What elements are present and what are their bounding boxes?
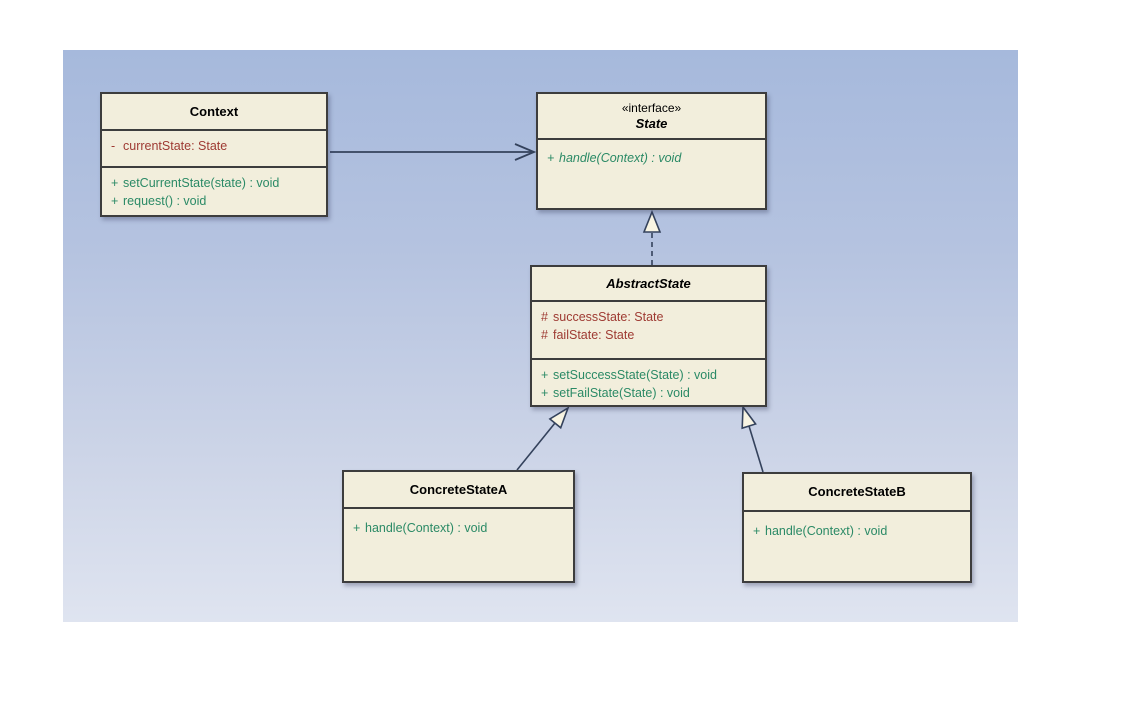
method-text: setSuccessState(State) : void [553, 368, 717, 382]
methods-compartment: + setSuccessState(State) : void + setFai… [532, 358, 765, 405]
attribute-row: # successState: State [532, 308, 765, 326]
methods-compartment: + handle(Context) : void [538, 138, 765, 208]
visibility-marker: + [547, 151, 555, 165]
visibility-marker: + [541, 386, 549, 400]
generalization-concretestatea-abstractstate [516, 406, 570, 471]
attribute-row: # failState: State [532, 326, 765, 344]
class-title: «interface» State [538, 94, 765, 138]
method-text: handle(Context) : void [365, 521, 488, 535]
class-name: State [635, 116, 668, 131]
method-text: request() : void [123, 194, 207, 208]
visibility-marker: + [753, 524, 761, 538]
method-text: handle(Context) : void [559, 151, 682, 165]
attributes-compartment: # successState: State # failState: State [532, 300, 765, 358]
method-row: + handle(Context) : void [538, 149, 765, 167]
class-title: ConcreteStateB [744, 474, 970, 510]
method-row: + handle(Context) : void [744, 522, 970, 540]
class-box-concretestateb: ConcreteStateB + handle(Context) : void [742, 472, 972, 583]
class-box-state-interface: «interface» State + handle(Context) : vo… [536, 92, 767, 210]
method-row: + setSuccessState(State) : void [532, 366, 765, 384]
class-box-concretestatea: ConcreteStateA + handle(Context) : void [342, 470, 575, 583]
class-title: AbstractState [532, 267, 765, 300]
open-arrowhead-icon [514, 143, 537, 161]
visibility-marker: + [111, 176, 119, 190]
hollow-triangle-icon [642, 209, 662, 233]
class-box-context: Context - currentState: State + setCurre… [100, 92, 328, 217]
attribute-text: currentState: State [123, 139, 228, 153]
visibility-marker: + [111, 194, 119, 208]
generalization-concretestateb-abstractstate [741, 404, 764, 473]
class-title: Context [102, 94, 326, 129]
visibility-marker: - [111, 139, 116, 153]
method-text: setCurrentState(state) : void [123, 176, 280, 190]
method-row: + request() : void [102, 192, 326, 210]
realization-abstractstate-state [642, 209, 662, 265]
attribute-text: failState: State [553, 328, 635, 342]
visibility-marker: + [353, 521, 361, 535]
attribute-text: successState: State [553, 310, 664, 324]
hollow-triangle-icon [548, 406, 570, 430]
class-name: ConcreteStateB [808, 484, 906, 499]
methods-compartment: + handle(Context) : void [744, 510, 970, 581]
methods-compartment: + setCurrentState(state) : void + reques… [102, 166, 326, 215]
class-name: Context [189, 103, 239, 119]
method-row: + setFailState(State) : void [532, 384, 765, 402]
class-name: ConcreteStateA [409, 481, 508, 497]
hollow-triangle-icon [741, 404, 757, 430]
method-row: + handle(Context) : void [344, 519, 573, 537]
method-text: handle(Context) : void [765, 524, 888, 538]
visibility-marker: + [541, 368, 549, 382]
method-text: setFailState(State) : void [553, 386, 690, 400]
stereotype-label: «interface» [621, 101, 682, 115]
visibility-marker: # [541, 328, 548, 342]
attribute-row: - currentState: State [102, 137, 326, 155]
class-title: ConcreteStateA [344, 472, 573, 507]
visibility-marker: # [541, 310, 548, 324]
association-context-state [330, 143, 537, 161]
attributes-compartment: - currentState: State [102, 129, 326, 166]
class-name: AbstractState [606, 275, 691, 291]
methods-compartment: + handle(Context) : void [344, 507, 573, 581]
diagram-canvas: Context - currentState: State + setCurre… [63, 50, 1018, 622]
method-row: + setCurrentState(state) : void [102, 174, 326, 192]
class-box-abstractstate: AbstractState # successState: State # fa… [530, 265, 767, 407]
